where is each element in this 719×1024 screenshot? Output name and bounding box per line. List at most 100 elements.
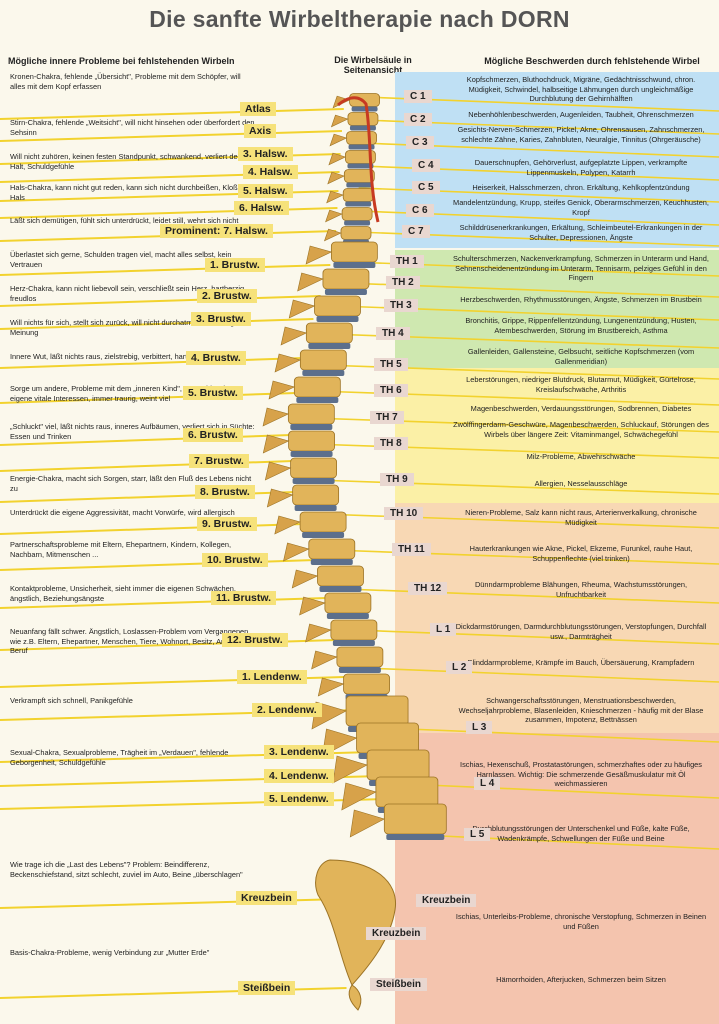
vertebra-code: TH 2 xyxy=(386,276,420,289)
vertebra-code: TH 7 xyxy=(370,411,404,424)
inner-problem-text: Verkrampft sich schnell, Panikgefühle xyxy=(10,696,133,705)
vertebra-label: 3. Brustw. xyxy=(191,312,251,326)
spinous-process xyxy=(280,326,308,346)
spinous-process xyxy=(274,515,301,535)
left-connector-line xyxy=(0,295,321,307)
complaint-text: Hauterkrankungen wie Akne, Pickel, Ekzem… xyxy=(469,544,693,563)
vertebra-label: 4. Lendenw. xyxy=(264,769,334,783)
complaint-text: Allergien, Nesselausschläge xyxy=(534,479,628,488)
complaint-text: Dauerschnupfen, Gehörverlust, aufgeplatz… xyxy=(474,158,688,177)
vertebra-label: 10. Brustw. xyxy=(202,553,268,567)
complaint-text: Blinddarmprobleme, Krämpfe im Bauch, Übe… xyxy=(467,658,695,667)
vertebra-body xyxy=(342,188,374,202)
left-connector-line xyxy=(0,897,382,909)
right-column-header: Mögliche Beschwerden durch fehlstehende … xyxy=(484,56,700,66)
right-connector-line xyxy=(344,588,719,604)
complaint-text: Magenbeschwerden, Verdauungsstörungen, S… xyxy=(470,404,692,413)
vertebra-label: 2. Brustw. xyxy=(197,289,257,303)
spinous-process xyxy=(264,461,292,481)
left-connector-line xyxy=(0,392,297,404)
vertebra-label: 5. Lendenw. xyxy=(264,792,334,806)
bone-code: Kreuzbein xyxy=(366,927,427,940)
intervertebral-disc xyxy=(294,505,337,511)
spinous-process xyxy=(262,434,290,454)
vertebra-code: C 4 xyxy=(412,159,440,172)
left-connector-line xyxy=(0,357,304,369)
right-connector-line xyxy=(404,783,719,799)
mid-thoracic-band xyxy=(395,368,719,503)
complaint-text: Durchblutungsstörungen der Unterschenkel… xyxy=(472,824,690,843)
spinous-process xyxy=(266,488,294,508)
vertebra-label: 8. Brustw. xyxy=(195,485,255,499)
intervertebral-disc xyxy=(302,532,345,538)
spinous-process xyxy=(326,190,345,204)
spinous-process xyxy=(329,133,348,147)
vertebra-body xyxy=(366,749,430,781)
complaint-text: Mandelentzündung, Krupp, steifes Genick,… xyxy=(453,198,709,217)
spinous-process xyxy=(323,228,342,242)
vertebra-code: TH 6 xyxy=(374,384,408,397)
complaint-text: Nieren-Probleme, Salz kann nicht raus, A… xyxy=(465,508,697,527)
vertebra-code: L 1 xyxy=(430,623,457,636)
complaint-text: Schulterschmerzen, Nackenverkrampfung, S… xyxy=(453,254,709,283)
left-connector-line xyxy=(0,130,342,142)
intervertebral-disc xyxy=(290,424,333,430)
vertebra-body xyxy=(343,673,390,695)
complaint-text: Zwölffingerdarm-Geschwüre, Magenbeschwer… xyxy=(453,420,709,439)
vertebra-label: 12. Brustw. xyxy=(222,633,288,647)
intervertebral-disc xyxy=(332,640,375,646)
spinous-process xyxy=(268,380,296,400)
vertebra-code: C 3 xyxy=(406,136,434,149)
inner-problem-text: Kontaktprobleme, Unsicherheit, sieht imm… xyxy=(10,584,236,603)
vertebra-body xyxy=(336,646,384,668)
vertebra-label: 4. Halsw. xyxy=(243,165,298,179)
complaint-text: Herzbeschwerden, Rhythmusstörungen, Ängs… xyxy=(460,295,702,304)
right-connector-line xyxy=(362,667,719,683)
intervertebral-disc xyxy=(308,343,351,349)
left-connector-line xyxy=(0,523,304,535)
complaint-text: Heiserkeit, Halsschmerzen, chron. Erkält… xyxy=(472,183,690,192)
complaint-text: Nebenhöhlenbeschwerden, Augenleiden, Tau… xyxy=(468,110,694,119)
vertebral-artery xyxy=(337,96,380,223)
complaint-text: Schwangerschaftsstörungen, Menstruations… xyxy=(458,696,704,725)
inner-problem-text: Unterdrückt die eigene Aggressivität, ma… xyxy=(10,508,235,517)
vertebra-label: Atlas xyxy=(240,102,276,116)
vertebra-label: 7. Brustw. xyxy=(189,454,249,468)
intervertebral-disc xyxy=(319,586,362,592)
spinous-process xyxy=(330,114,349,128)
intervertebral-disc xyxy=(310,559,353,565)
spinous-process xyxy=(283,542,310,562)
vertebra-body xyxy=(299,511,347,533)
spinous-process xyxy=(317,677,345,697)
intervertebral-disc xyxy=(344,220,371,226)
vertebra-body xyxy=(330,241,378,263)
vertebra-label: 2. Lendenw. xyxy=(252,703,322,717)
vertebra-body xyxy=(287,403,335,425)
inner-problem-text: Will nichts für sich, stellt sich zurück… xyxy=(10,318,247,337)
spinous-process xyxy=(328,152,347,166)
intervertebral-disc xyxy=(292,478,335,484)
vertebra-label: Axis xyxy=(244,124,277,138)
inner-problem-text: Hals-Chakra, kann nicht gut reden, kann … xyxy=(10,183,248,202)
vertebra-body xyxy=(330,619,378,641)
vertebra-body xyxy=(341,207,373,221)
intervertebral-disc xyxy=(296,397,339,403)
bone-code: Steißbein xyxy=(370,978,428,991)
spinous-process xyxy=(349,809,386,838)
vertebra-label: 5. Halsw. xyxy=(238,184,293,198)
vertebra-code: L 3 xyxy=(466,721,493,734)
intervertebral-disc xyxy=(386,834,445,840)
vertebra-body xyxy=(308,538,356,560)
inner-problem-text: Energie-Chakra, macht sich Sorgen, starr… xyxy=(10,474,252,493)
vertebra-body xyxy=(347,112,379,126)
inner-problem-text: Sorge um andere, Probleme mit dem „inner… xyxy=(10,384,232,403)
left-connector-line xyxy=(0,264,331,276)
intervertebral-disc xyxy=(290,451,333,457)
left-connector-line xyxy=(0,318,314,330)
complaint-text: Schilddrüsenerkrankungen, Erkältung, Sch… xyxy=(459,223,703,242)
inner-problem-text: Sexual-Chakra, Sexualprobleme, Trägheit … xyxy=(10,748,229,767)
spinous-process xyxy=(325,209,343,223)
vertebra-code: L 5 xyxy=(464,828,491,841)
complaint-text: Milz-Probleme, Abwehrschwäche xyxy=(526,452,636,461)
